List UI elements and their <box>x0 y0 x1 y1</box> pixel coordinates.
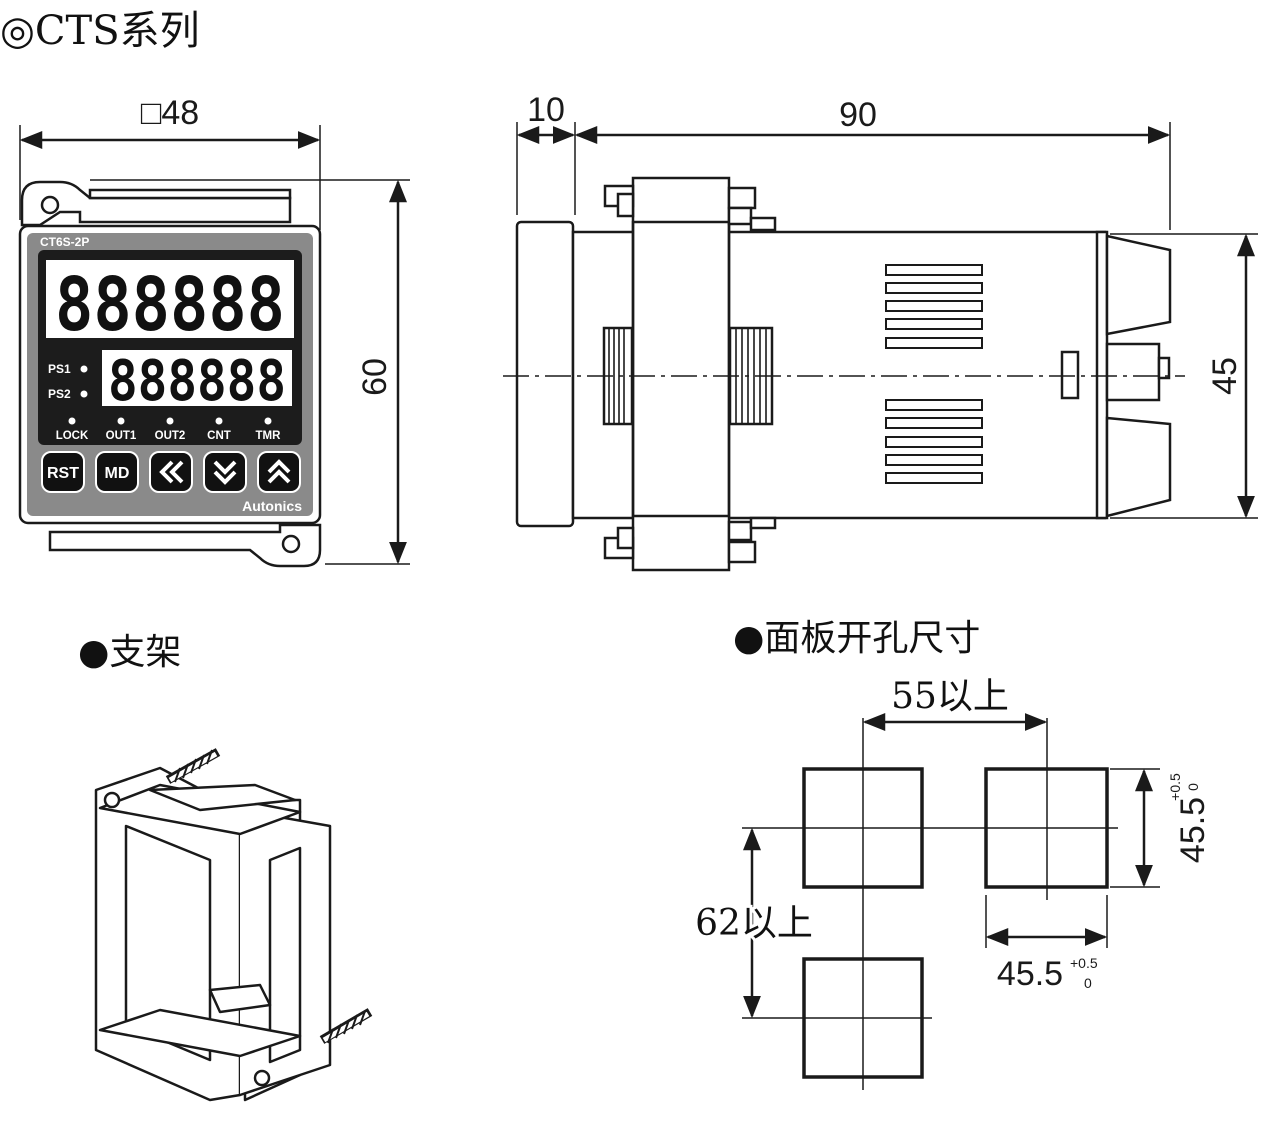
horizontal-spacing-label: 55以上 <box>891 676 1009 717</box>
cutout-heading: ●面板开孔尺寸 <box>733 618 980 659</box>
indicator-out2: OUT2 <box>155 430 186 442</box>
lock-led-icon <box>68 417 76 425</box>
ps1-label: PS1 <box>48 362 71 376</box>
bracket-isometric <box>94 748 373 1102</box>
cnt-led-icon <box>215 417 223 425</box>
indicator-lock: LOCK <box>56 430 89 442</box>
mounting-bracket-side <box>631 176 731 572</box>
md-button-label: MD <box>105 465 130 482</box>
indicator-tmr: TMR <box>256 430 282 442</box>
bracket-heading: ●支架 <box>78 632 181 673</box>
double-chevron-left-icon <box>159 460 184 484</box>
md-button[interactable]: MD <box>95 451 139 493</box>
ps2-label: PS2 <box>48 387 71 401</box>
upper-display-digits: 888888 <box>55 262 285 348</box>
width-label: □48 <box>141 94 199 132</box>
model-label: CT6S-2P <box>40 235 89 249</box>
dim-body-label: 90 <box>839 96 877 134</box>
side-view <box>503 122 1258 572</box>
double-chevron-up-icon <box>267 459 291 484</box>
dim-front-label: 10 <box>527 91 565 129</box>
indicator-cnt: CNT <box>207 430 231 442</box>
vertical-spacing-label: 62以上 <box>695 903 813 944</box>
cutout-width-tol-lower: 0 <box>1084 975 1092 991</box>
bracket-hole-top-icon <box>40 195 60 215</box>
out1-led-icon <box>117 417 125 425</box>
bracket-bottom <box>48 523 322 568</box>
ps2-led-icon <box>80 390 88 398</box>
upper-display <box>46 260 294 338</box>
indicator-out1: OUT1 <box>106 430 137 442</box>
brand-label: Autonics <box>242 498 302 514</box>
panel-cutout-diagram <box>742 713 1160 1090</box>
rst-button-label: RST <box>47 465 79 482</box>
dim-height-label: 45 <box>1206 357 1244 395</box>
cutout-height-tol-lower: 0 <box>1185 783 1201 791</box>
up-button[interactable] <box>257 451 301 493</box>
bracket-top <box>20 180 292 227</box>
out2-led-icon <box>166 417 174 425</box>
cutout-width-label: 45.5 <box>997 955 1063 993</box>
lower-display <box>102 350 292 406</box>
bracket-hole-icon <box>103 791 121 809</box>
bracket-hole-bottom-icon <box>281 534 301 554</box>
double-chevron-down-icon <box>213 460 237 485</box>
tmr-led-icon <box>264 417 272 425</box>
rst-button[interactable]: RST <box>41 451 85 493</box>
height-label: 60 <box>356 358 394 396</box>
lower-display-digits: 888888 <box>108 349 286 414</box>
down-button[interactable] <box>203 451 247 493</box>
shift-left-button[interactable] <box>149 451 193 493</box>
front-bezel <box>515 220 575 528</box>
cutout-height-tol-upper: +0.5 <box>1167 773 1183 801</box>
page-title: ◎CTS系列 <box>0 8 200 54</box>
rear-socket <box>1095 230 1109 520</box>
cutout-width-tol-upper: +0.5 <box>1070 955 1098 971</box>
ps1-led-icon <box>80 365 88 373</box>
cutout-height-label: 45.5 <box>1174 797 1212 863</box>
